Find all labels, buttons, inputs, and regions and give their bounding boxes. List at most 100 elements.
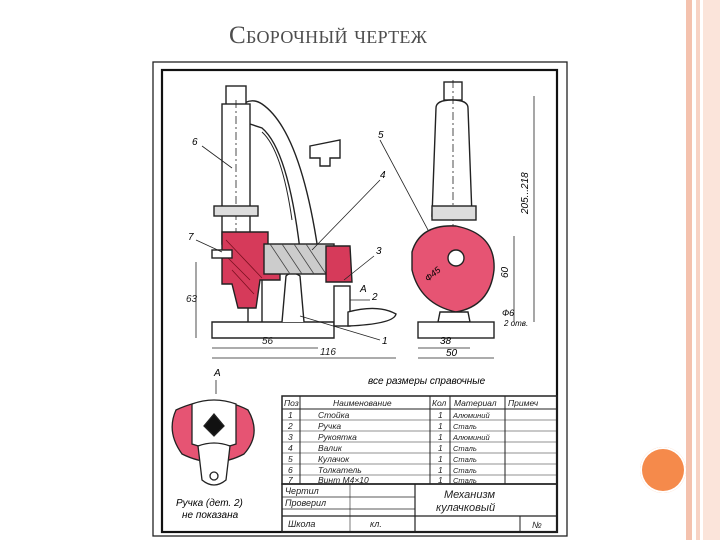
bom-row-name: Ручка — [318, 421, 341, 431]
front-dimensions — [195, 262, 396, 359]
side-stem — [437, 311, 471, 323]
bom-row-pos: 6 — [288, 465, 293, 475]
bom-row-pos: 1 — [288, 410, 293, 420]
title-block-number: № — [532, 520, 542, 530]
dim-205-218: 205...218 — [520, 172, 531, 215]
crank-grip — [347, 307, 397, 327]
bom-row-material: Сталь — [453, 476, 477, 485]
slide-border-stripe — [703, 0, 720, 540]
balloon-3: 3 — [376, 246, 382, 257]
title-block-drew: Чертил — [285, 486, 319, 496]
balloon-6: 6 — [192, 137, 198, 148]
bom-row-name: Толкатель — [318, 465, 362, 475]
dim-63: 63 — [186, 294, 198, 305]
side-dimensions — [418, 96, 535, 359]
dimensions-note: все размеры справочные — [368, 376, 486, 387]
balloon-2: 2 — [371, 292, 378, 303]
collar-ring — [213, 205, 259, 217]
view-a-square — [203, 412, 225, 437]
bom-header-material: Материал — [454, 398, 497, 408]
view-a — [171, 399, 255, 486]
bom-row-pos: 2 — [287, 421, 293, 431]
bom-row-qty: 1 — [438, 410, 443, 420]
cam-end-section — [325, 245, 353, 283]
slide-border-stripe — [686, 0, 692, 540]
bom-row-qty: 1 — [438, 443, 443, 453]
bom-header-note: Примеч — [508, 398, 539, 408]
bom-row-qty: 1 — [438, 465, 443, 475]
side-view — [411, 80, 495, 339]
bom-row-qty: 1 — [438, 421, 443, 431]
caption-line-1: Ручка (дет. 2) — [176, 498, 243, 509]
leader-4 — [311, 179, 381, 251]
shaft-hatching — [269, 243, 327, 275]
side-collar — [431, 205, 477, 221]
slide-title: Сборочный чертеж — [229, 22, 428, 49]
front-view — [211, 85, 397, 339]
stand-arch-inner — [261, 131, 293, 221]
cam-disk — [411, 225, 495, 313]
caption-line-2: не показана — [182, 510, 239, 521]
title-block-school: Школа — [288, 519, 315, 529]
leader-3 — [343, 255, 375, 281]
bom-row-name: Валик — [318, 443, 343, 453]
dim-38: 38 — [440, 336, 452, 347]
stand-leg — [281, 272, 305, 323]
bom-row-material: Сталь — [453, 455, 477, 464]
bom-row-material: Сталь — [453, 422, 477, 431]
bom-row-name: Винт М4×10 — [318, 475, 369, 485]
view-a-handle — [197, 442, 231, 486]
detail-part — [309, 139, 341, 167]
balloon-5: 5 — [378, 130, 384, 141]
balloon-4: 4 — [380, 170, 386, 181]
dim-50: 50 — [446, 348, 458, 359]
bom-row-qty: 1 — [438, 432, 443, 442]
balloon-1: 1 — [382, 336, 388, 347]
bom-row-pos: 4 — [288, 443, 293, 453]
title-block-text: Чертил Проверил Школа кл. Механизм кулач… — [285, 486, 542, 530]
bom-row-qty: 1 — [438, 454, 443, 464]
bom-rows: 1 Стойка 1 Алюминий 2 Ручка 1 Сталь 3 Ру… — [287, 410, 490, 485]
bom-row-name: Кулачок — [318, 454, 350, 464]
bom-row-name: Рукоятка — [318, 432, 357, 442]
slide-border-stripe — [696, 0, 700, 540]
dim-2-holes: 2 отв. — [503, 319, 528, 328]
bom-row-material: Алюминий — [452, 433, 490, 442]
cam-center — [447, 249, 465, 267]
side-base — [417, 321, 495, 339]
bom-row-material: Алюминий — [452, 411, 490, 420]
balloon-7: 7 — [188, 232, 194, 243]
title-block — [281, 483, 558, 533]
crank-handle — [333, 285, 351, 327]
bom-row-material: Сталь — [453, 444, 477, 453]
bom-row-name: Стойка — [318, 410, 350, 420]
bom-header-qty: Кол — [432, 398, 447, 408]
leader-6 — [201, 145, 233, 169]
arrow-label-a: А — [359, 284, 367, 295]
title-block-title-1: Механизм — [444, 489, 495, 501]
section-hatching — [225, 239, 263, 295]
dim-116: 116 — [320, 347, 336, 358]
dim-56: 56 — [262, 336, 274, 347]
title-block-title-2: кулачковый — [436, 502, 495, 514]
bom-row-pos: 5 — [288, 454, 293, 464]
bom-header: Поз Наименование Кол Материал Примеч — [284, 398, 539, 408]
bom-row-pos: 7 — [288, 475, 293, 485]
title-block-checked: Проверил — [285, 498, 326, 508]
leader-1 — [299, 315, 381, 341]
pusher-body — [221, 103, 251, 245]
dim-f6: Ф6 — [502, 308, 514, 318]
title-block-frame — [281, 483, 558, 533]
bom-header-name: Наименование — [333, 398, 392, 408]
bom-header-pos: Поз — [284, 398, 299, 408]
view-a-hole — [209, 471, 219, 481]
leader-7 — [195, 239, 223, 253]
stand-arch — [237, 100, 319, 251]
dim-60: 60 — [500, 266, 511, 278]
orange-circle-button[interactable] — [640, 447, 686, 493]
bom-row-material: Сталь — [453, 466, 477, 475]
side-column — [431, 99, 473, 217]
bom-row-qty: 1 — [438, 475, 443, 485]
leader-lines — [195, 139, 445, 341]
